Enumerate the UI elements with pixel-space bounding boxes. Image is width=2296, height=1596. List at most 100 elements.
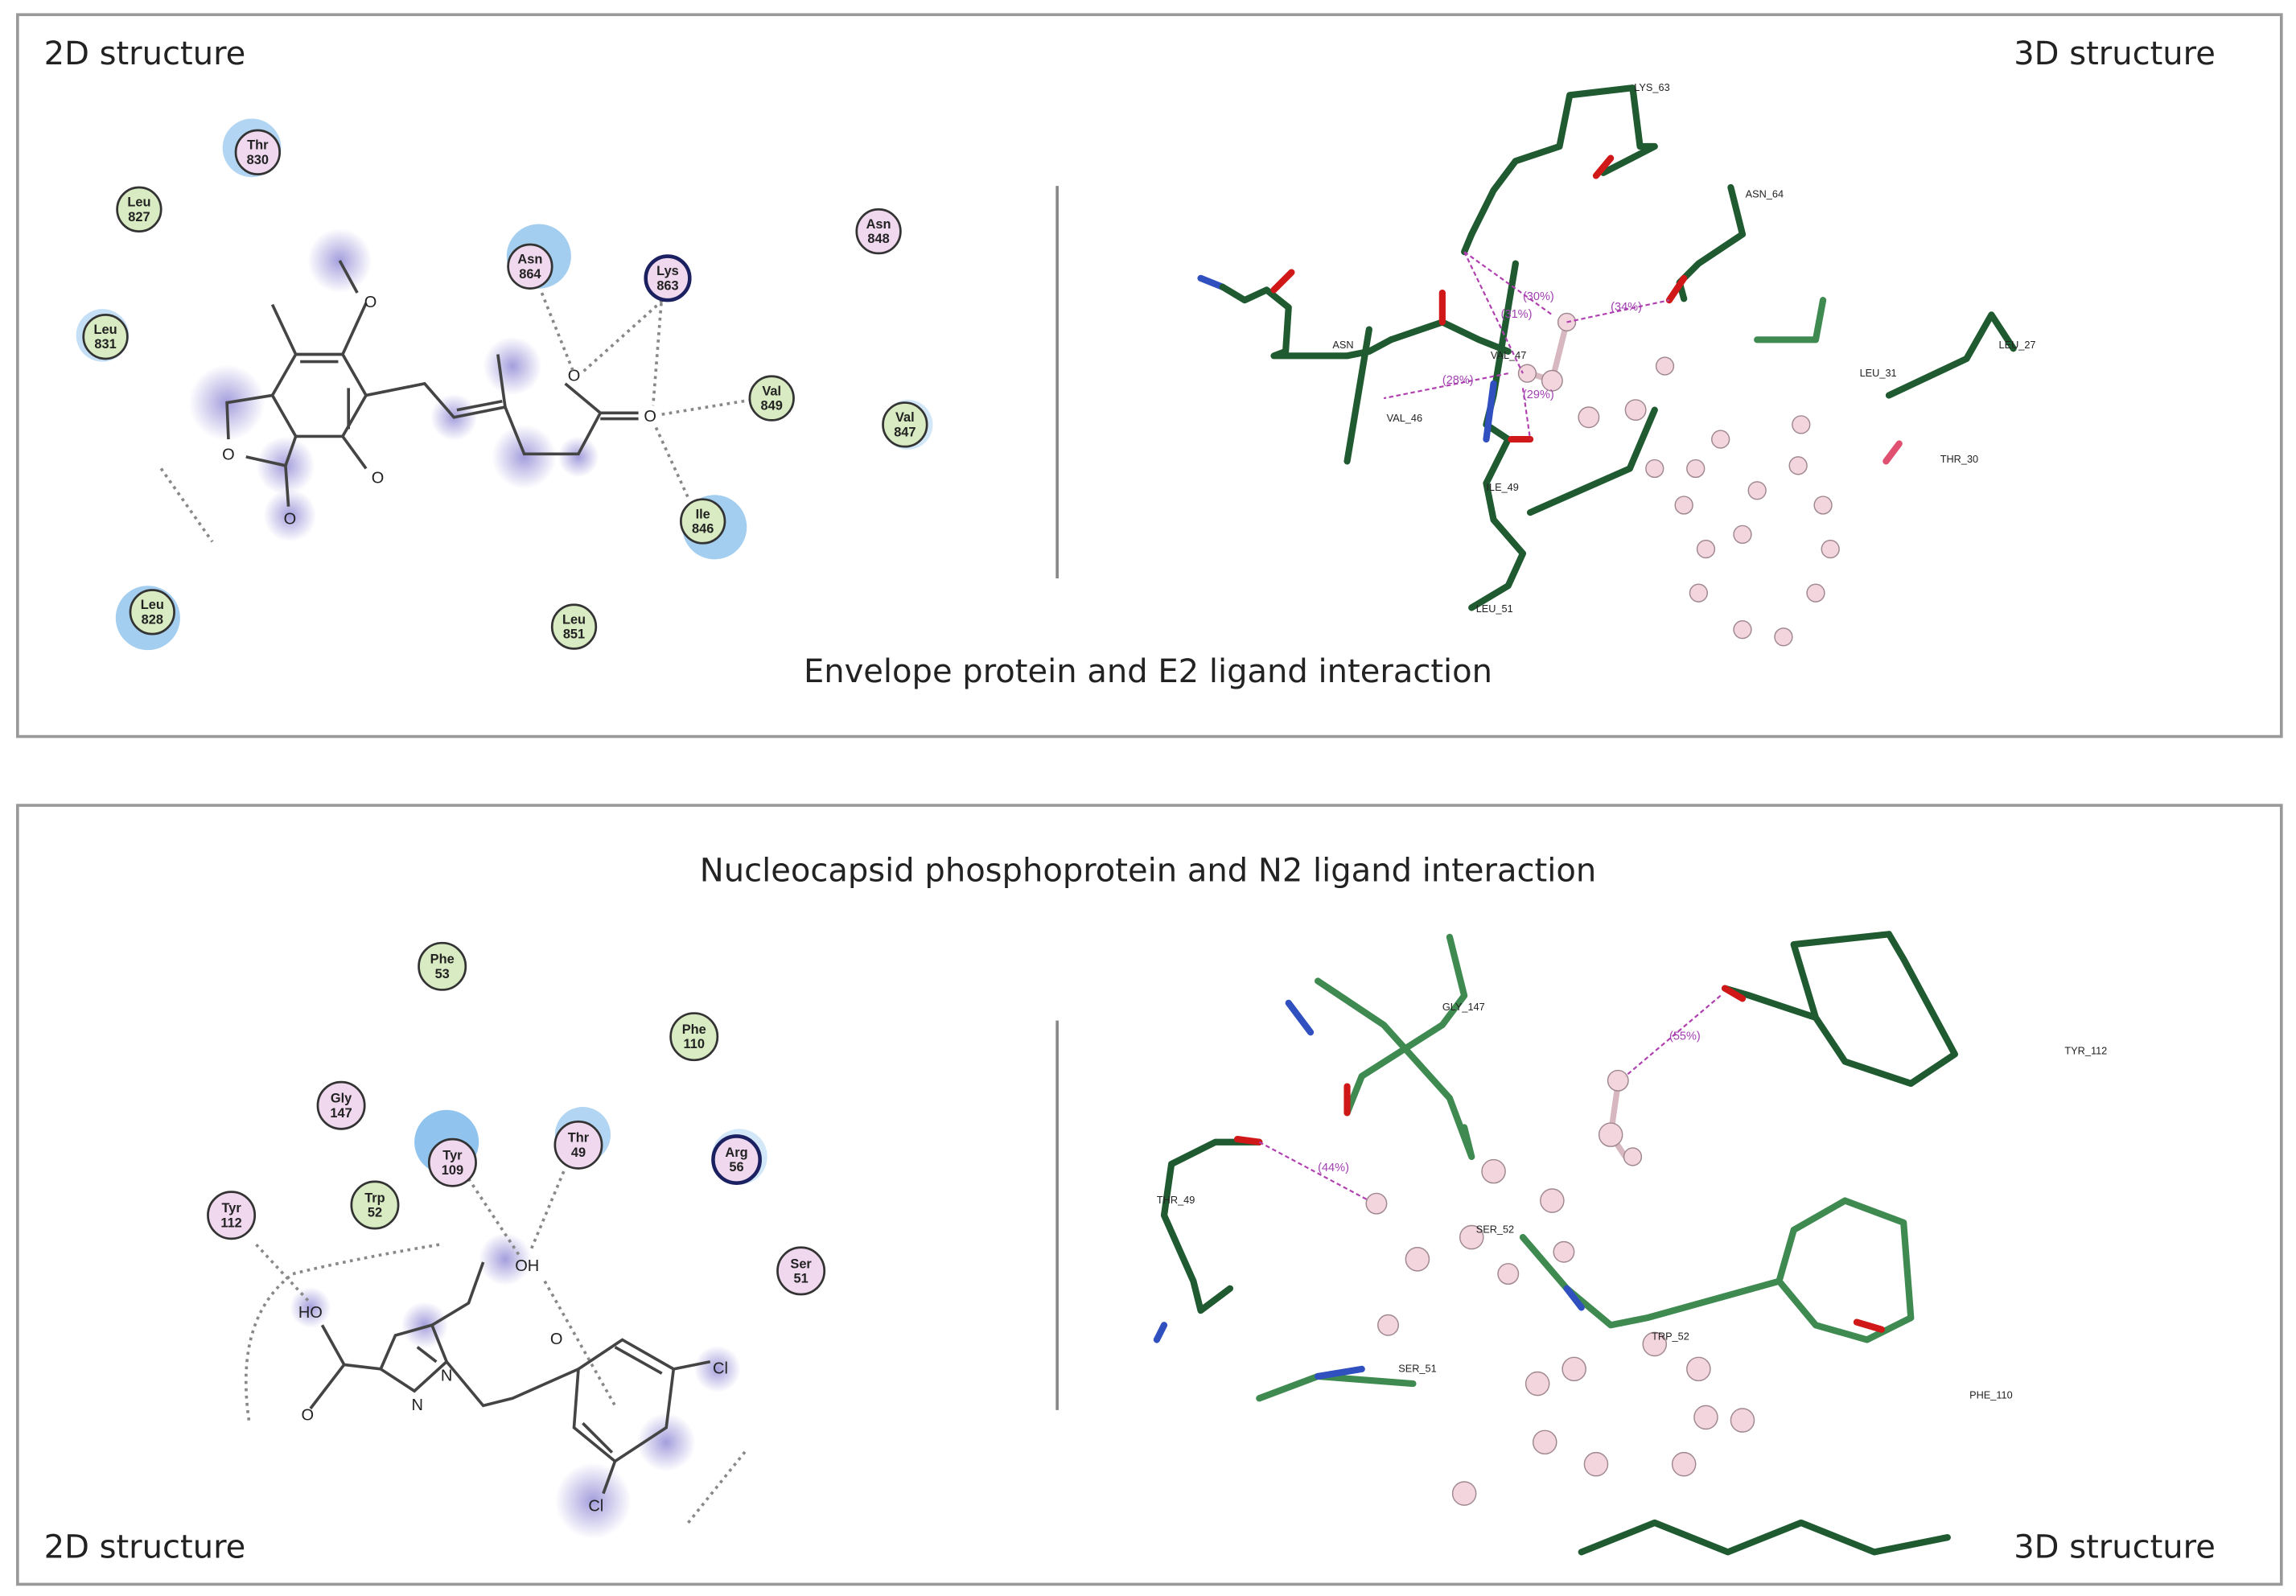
label-3d: VAL_47 <box>1491 349 1526 361</box>
svg-text:Lys: Lys <box>656 264 679 278</box>
svg-text:51: 51 <box>794 1271 809 1285</box>
atom-label: O <box>644 408 656 426</box>
svg-text:864: 864 <box>519 267 541 282</box>
svg-text:827: 827 <box>128 210 150 224</box>
bottom-3d-structure: GLY_147 TYR_112 THR_49 SER_52 SER_51 PHE… <box>1153 931 2107 1556</box>
atom-label: O <box>284 511 297 529</box>
pct-3d: (31%) <box>1501 308 1533 321</box>
top-2d-label: 2D structure <box>44 35 246 72</box>
svg-text:Phe: Phe <box>430 952 455 967</box>
svg-text:56: 56 <box>729 1160 743 1174</box>
label-3d: LYS_63 <box>1634 81 1669 93</box>
svg-text:Val: Val <box>895 410 915 425</box>
pct-3d: (28%) <box>1442 374 1474 387</box>
atom-label: HO <box>298 1304 323 1322</box>
atom-label: O <box>222 446 235 464</box>
pct-3d: (44%) <box>1318 1162 1349 1174</box>
n2-ligand-3d <box>1365 1069 1755 1506</box>
svg-text:53: 53 <box>435 967 450 981</box>
label-3d: ASN_64 <box>1746 188 1784 200</box>
svg-text:847: 847 <box>894 425 916 439</box>
label-3d: GLY_147 <box>1442 1001 1485 1013</box>
svg-text:52: 52 <box>368 1206 382 1220</box>
svg-text:147: 147 <box>330 1106 352 1121</box>
bottom-2d-ligand: OH HO O O N N Cl Cl <box>244 1170 748 1539</box>
atom-label: N <box>412 1396 423 1414</box>
svg-text:851: 851 <box>563 627 585 642</box>
atom-label: N <box>441 1367 452 1384</box>
svg-text:49: 49 <box>571 1146 586 1160</box>
label-3d: VAL_46 <box>1387 412 1422 424</box>
pct-3d: (55%) <box>1669 1030 1701 1043</box>
svg-text:112: 112 <box>220 1216 241 1230</box>
atom-label: OH <box>515 1257 539 1275</box>
top-panel-border <box>16 13 2283 738</box>
svg-text:Trp: Trp <box>364 1191 385 1205</box>
svg-text:Leu: Leu <box>141 598 164 612</box>
svg-text:848: 848 <box>867 232 889 246</box>
bottom-panel: Nucleocapsid phosphoprotein and N2 ligan… <box>16 804 2283 1586</box>
atom-label: Cl <box>588 1497 603 1515</box>
label-3d: LEU_27 <box>1999 339 2036 351</box>
pct-3d: (29%) <box>1523 389 1554 401</box>
svg-text:863: 863 <box>656 278 678 293</box>
pct-3d: (34%) <box>1611 301 1642 314</box>
top-3d-structure: LYS_63 ASN_64 ASN VAL_46 ILE_49 LEU_51 L… <box>1197 81 2036 647</box>
svg-text:109: 109 <box>442 1163 463 1178</box>
top-2d-ligand: O O O O O O <box>159 228 762 543</box>
svg-text:Leu: Leu <box>562 612 586 627</box>
atom-label: O <box>372 470 385 487</box>
svg-text:Leu: Leu <box>93 323 117 337</box>
atom-label: Cl <box>713 1359 728 1377</box>
hbond-3d-lines <box>1258 994 1722 1202</box>
atom-label: O <box>364 294 377 311</box>
label-3d: SER_51 <box>1398 1363 1436 1375</box>
bottom-caption: Nucleocapsid phosphoprotein and N2 ligan… <box>700 853 1596 890</box>
svg-text:Arg: Arg <box>725 1146 747 1160</box>
hydrophobic-contact-arc <box>159 467 214 543</box>
svg-text:Tyr: Tyr <box>221 1201 241 1216</box>
label-3d: PHE_110 <box>1969 1388 2013 1401</box>
label-3d: THR_30 <box>1940 453 1978 465</box>
bottom-2d-label: 2D structure <box>44 1529 246 1566</box>
svg-text:831: 831 <box>94 337 116 352</box>
label-3d: SER_52 <box>1476 1224 1514 1236</box>
atom-label: O <box>568 367 581 385</box>
svg-text:Phe: Phe <box>682 1022 706 1037</box>
label-3d: THR_49 <box>1157 1194 1195 1206</box>
top-3d-label: 3D structure <box>2014 35 2216 72</box>
svg-text:Leu: Leu <box>127 195 150 210</box>
atom-label: O <box>550 1331 563 1348</box>
svg-text:Ser: Ser <box>790 1257 812 1271</box>
svg-text:830: 830 <box>247 153 269 167</box>
svg-text:110: 110 <box>684 1037 705 1051</box>
contact-lines <box>244 1170 748 1524</box>
svg-text:Asn: Asn <box>517 253 542 267</box>
svg-text:Val: Val <box>762 384 781 398</box>
svg-text:Thr: Thr <box>247 138 269 153</box>
svg-text:Gly: Gly <box>331 1092 352 1106</box>
atom-label: O <box>301 1407 314 1425</box>
hbond-3d-lines <box>1383 251 1670 440</box>
label-3d: TRP_52 <box>1652 1330 1689 1342</box>
svg-text:849: 849 <box>761 399 783 413</box>
